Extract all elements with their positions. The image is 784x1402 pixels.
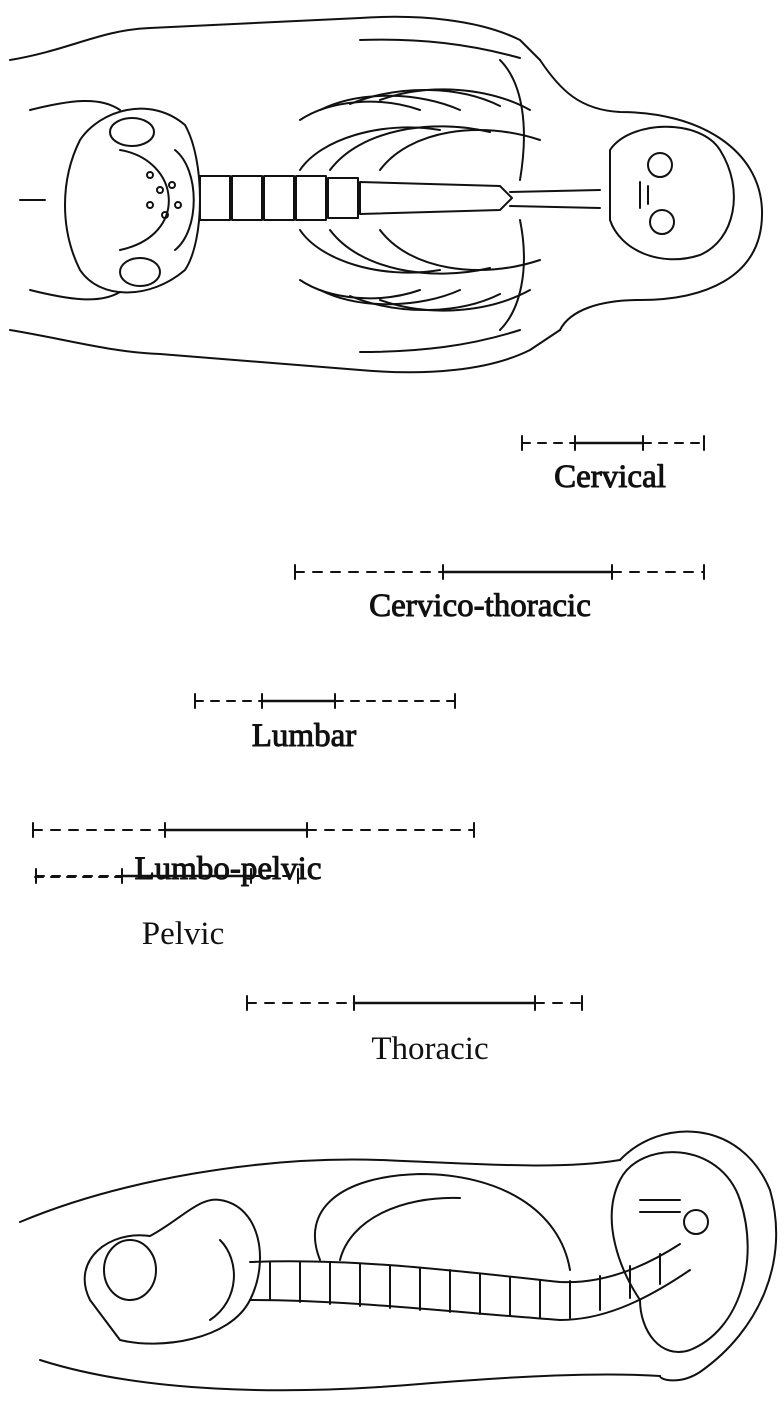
range-lumbo-pelvic: [33, 823, 474, 837]
lateral-skeleton-side: [20, 1132, 776, 1391]
range-thoracic: [247, 996, 582, 1010]
label-cervical: Cervical: [554, 459, 666, 495]
supine-skeleton-front: [10, 17, 762, 372]
label-cervico-thoracic: Cervico-thoracic: [369, 588, 591, 624]
label-lumbo-pelvic: Lumbo-pelvic: [135, 851, 322, 887]
label-lumbar: Lumbar: [252, 718, 356, 754]
region-ranges: Cervical Cervico-thoracic Lumbar: [33, 436, 704, 887]
range-cervico-thoracic: [295, 565, 704, 579]
label-thoracic: Thoracic: [371, 1031, 488, 1067]
label-pelvic: Pelvic: [142, 916, 224, 952]
range-cervical: [522, 436, 704, 450]
range-lumbar: [195, 694, 455, 708]
